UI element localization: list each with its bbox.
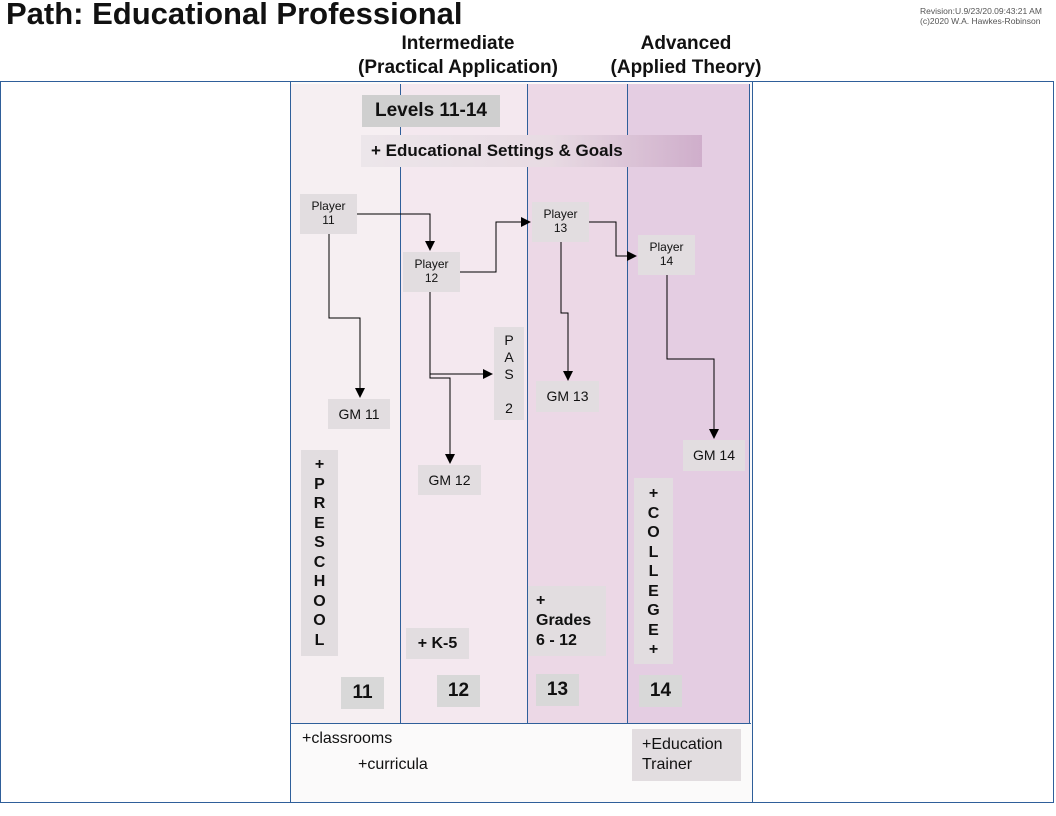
player-level: 12 — [424, 271, 439, 285]
copyright-line: (c)2020 W.A. Hawkes-Robinson — [920, 16, 1041, 26]
player-13-box: Player 13 — [532, 202, 589, 242]
settings-goals-banner: + Educational Settings & Goals — [361, 135, 702, 167]
grades-setting: + Grades 6 - 12 — [528, 586, 606, 656]
player-12-box: Player 12 — [403, 252, 460, 292]
header-advanced: Advanced (Applied Theory) — [598, 32, 774, 80]
revision-line: Revision:U.9/23/20.09:43:21 AM — [920, 6, 1042, 16]
player-level: 14 — [659, 254, 674, 268]
pas-2-box: P A S 2 — [494, 327, 524, 420]
pas-letter: P — [504, 332, 514, 348]
player-label: Player — [649, 240, 684, 254]
arrow-player13-to-gm13 — [560, 242, 573, 381]
preschool-setting: + P R E S C H O O L — [301, 450, 338, 656]
gm-13-box: GM 13 — [536, 381, 599, 412]
player-11-box: Player 11 — [300, 194, 357, 234]
gm-12-box: GM 12 — [418, 465, 481, 495]
player-label: Player — [414, 257, 449, 271]
player-level: 13 — [553, 221, 568, 235]
header-intermediate: Intermediate (Practical Application) — [345, 32, 571, 80]
player-label: Player — [311, 199, 346, 213]
arrow-player12-to-gm12 — [429, 292, 455, 464]
levels-label: Levels 11-14 — [362, 95, 500, 127]
level-number-11: 11 — [341, 677, 384, 709]
footer-classrooms: +classrooms — [302, 730, 393, 747]
player-level: 11 — [322, 213, 335, 227]
header-advanced-title: Advanced — [640, 33, 732, 54]
gm-14-box: GM 14 — [683, 440, 745, 471]
columns-bottom-border — [291, 723, 751, 724]
level-number-12: 12 — [437, 675, 480, 707]
pas-letter: S — [504, 366, 514, 382]
arrow-player14-to-gm14 — [666, 275, 719, 439]
revision-stamp: Revision:U.9/23/20.09:43:21 AM (c)2020 W… — [920, 6, 1042, 26]
header-advanced-subtitle: (Applied Theory) — [610, 57, 762, 78]
page-title: Path: Educational Professional — [6, 0, 463, 31]
arrow-player11-to-player12 — [357, 213, 435, 251]
arrow-player11-to-gm11 — [328, 234, 365, 398]
college-setting: + C O L L E G E + — [634, 478, 673, 664]
level-number-13: 13 — [536, 674, 579, 706]
arrow-player12-to-player13 — [460, 217, 531, 273]
arrow-player13-to-player14 — [589, 221, 637, 261]
pas-letter: A — [504, 349, 514, 365]
pas-number: 2 — [505, 400, 513, 416]
header-intermediate-title: Intermediate — [401, 33, 515, 54]
gm-11-box: GM 11 — [328, 399, 390, 429]
player-label: Player — [543, 207, 578, 221]
footer-curricula: +curricula — [358, 756, 428, 773]
header-intermediate-subtitle: (Practical Application) — [358, 57, 558, 78]
level-number-14: 14 — [639, 675, 682, 707]
education-trainer-box: +Education Trainer — [632, 729, 741, 781]
player-14-box: Player 14 — [638, 235, 695, 275]
k5-setting: + K-5 — [406, 628, 469, 659]
